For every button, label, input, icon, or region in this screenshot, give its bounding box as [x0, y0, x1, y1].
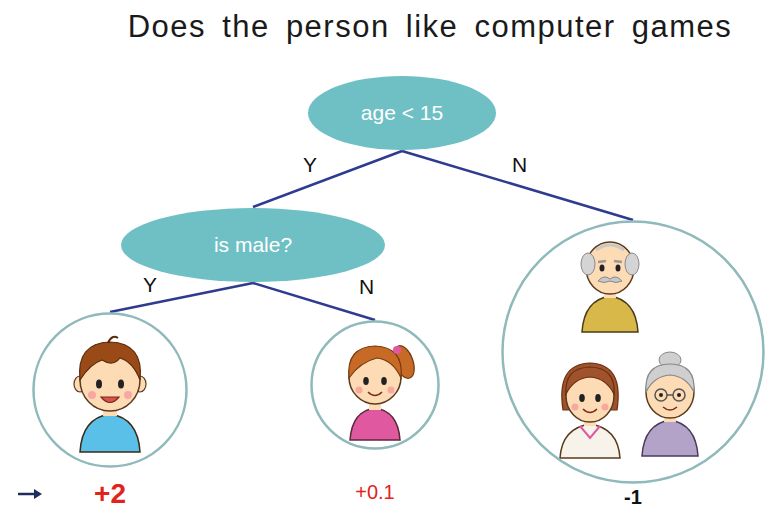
ellipse-fill — [121, 208, 385, 282]
girl-figure — [368, 392, 382, 396]
pointer-arrow — [18, 493, 36, 496]
grandma-figure — [667, 394, 673, 396]
boy-figure — [80, 342, 141, 380]
boy-figure — [118, 380, 124, 389]
connector — [110, 283, 253, 312]
boy-figure — [108, 337, 118, 343]
old-man-figure — [596, 245, 624, 250]
edge-label-holder: Y — [303, 154, 317, 175]
woman-figure — [560, 424, 620, 458]
score-holder: +0.1 — [310, 481, 440, 503]
old-man-figure — [600, 265, 605, 272]
leaf-score: +2 — [94, 479, 126, 510]
grandma-figure — [642, 352, 698, 456]
circle-outline — [503, 222, 764, 483]
branch-label: Y — [143, 274, 157, 295]
edge-label-holder: N — [359, 276, 374, 297]
grandma-figure — [673, 389, 685, 401]
woman-figure — [583, 409, 597, 413]
grandma-figure — [646, 364, 694, 392]
old-man-figure — [581, 242, 639, 332]
title: Does the person like computer games — [128, 10, 733, 44]
branch-label: N — [359, 276, 374, 297]
leaf-circle: -1 — [501, 220, 765, 508]
pointer-arrow — [34, 489, 42, 499]
old-man-figure — [625, 253, 639, 275]
edge-label-holder: N — [512, 154, 527, 175]
woman-figure — [580, 426, 600, 438]
girl-figure — [350, 408, 400, 440]
circle-outline — [312, 322, 439, 449]
connector — [253, 151, 402, 207]
woman-figure — [572, 404, 579, 411]
condition-text: age < 15 — [361, 101, 443, 124]
condition-text: is male? — [214, 233, 292, 256]
circle-outline — [34, 314, 187, 467]
branch-label: Y — [303, 154, 317, 175]
old-man-figure — [582, 296, 638, 332]
woman-figure — [579, 394, 585, 402]
old-man-figure — [581, 253, 595, 275]
boy-figure — [80, 414, 140, 452]
branch-label: N — [512, 154, 527, 175]
circle-shape — [32, 312, 188, 468]
girl-figure — [356, 387, 363, 394]
boy-figure — [88, 391, 96, 399]
girl-figure — [349, 343, 419, 440]
connector — [253, 283, 375, 320]
score-holder: +2 — [32, 479, 188, 510]
woman-figure — [595, 394, 601, 402]
grandma-figure — [663, 407, 677, 410]
leaf-score: -1 — [624, 486, 642, 508]
circle-shape — [310, 320, 440, 450]
woman-figure — [602, 404, 609, 411]
boy-figure — [101, 397, 119, 403]
woman-figure — [560, 363, 620, 458]
girl-figure — [381, 377, 387, 385]
edge-label-holder: Y — [143, 274, 157, 295]
title-holder: Does the person like computer games — [128, 10, 733, 44]
girl-figure — [388, 387, 395, 394]
old-man-figure — [598, 261, 622, 262]
ellipse-fill — [308, 76, 496, 150]
girl-figure — [349, 346, 402, 378]
leaf-circle: +0.1 — [310, 320, 440, 503]
girl-figure — [393, 346, 401, 354]
grandma-figure — [642, 420, 698, 456]
leaf-circle: +2 — [32, 312, 188, 510]
woman-figure — [566, 367, 614, 394]
leaf-score: +0.1 — [355, 481, 394, 503]
score-holder: -1 — [501, 486, 765, 508]
circle-shape — [501, 220, 765, 484]
girl-figure — [363, 377, 369, 385]
grandma-figure — [655, 389, 667, 401]
boy-figure — [74, 337, 146, 452]
decision-ellipse: is male? — [120, 207, 386, 283]
grandma-figure — [677, 393, 681, 397]
grandma-figure — [659, 393, 663, 397]
boy-figure — [96, 380, 102, 389]
decision-ellipse: age < 15 — [307, 75, 497, 151]
connector — [402, 151, 633, 220]
pointer-arrow — [18, 489, 42, 499]
boy-figure — [124, 391, 132, 399]
old-man-figure — [616, 265, 621, 272]
old-man-figure — [598, 277, 622, 283]
